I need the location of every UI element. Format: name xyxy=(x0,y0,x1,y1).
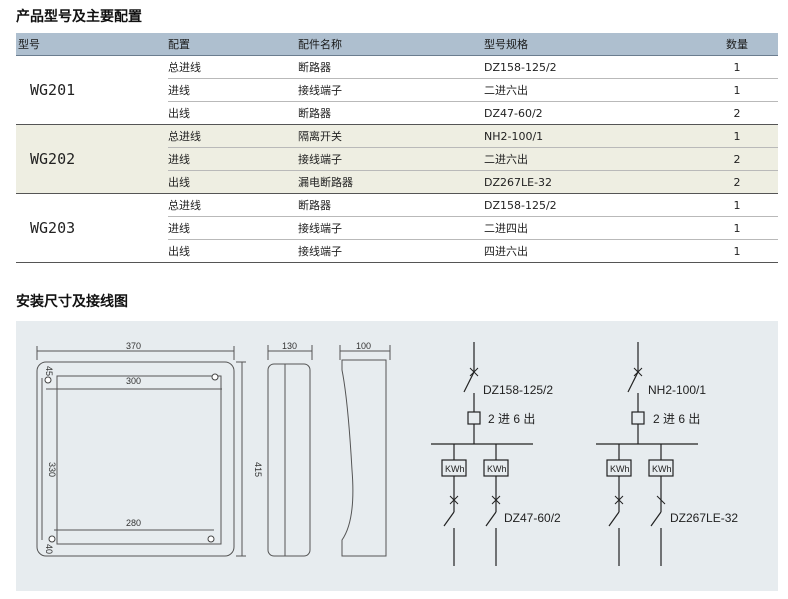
dim-height: 415 xyxy=(253,462,263,477)
front-view-inner xyxy=(56,375,222,545)
table-row: WG201 总进线 断路器 DZ158-125/2 1 xyxy=(16,55,778,125)
part-cell: 漏电断路器 xyxy=(298,170,484,194)
part-cell: 断路器 xyxy=(298,193,484,217)
part-cell: 接线端子 xyxy=(298,147,484,171)
group-wg203: WG203 总进线 断路器 DZ158-125/2 1 进线 接线端子 二进四出… xyxy=(16,193,778,263)
terminal-box xyxy=(631,411,645,425)
part-cell: 接线端子 xyxy=(298,239,484,263)
config-cell: 出线 xyxy=(168,170,298,194)
header-model: 型号 xyxy=(16,33,168,56)
left-outlet-breaker-label: DZ47-60/2 xyxy=(504,511,561,525)
part-cell: 隔离开关 xyxy=(298,124,484,148)
dim-side-depth: 130 xyxy=(282,341,297,351)
spec-cell: NH2-100/1 xyxy=(484,124,696,148)
config-cell: 出线 xyxy=(168,239,298,263)
spec-cell: 二进六出 xyxy=(484,78,696,102)
kwh-label: KWh xyxy=(445,464,465,474)
table-row: 进线 接线端子 二进六出 2 xyxy=(16,147,778,171)
group-wg202: WG202 总进线 隔离开关 NH2-100/1 1 进线 接线端子 二进六出 … xyxy=(16,124,778,194)
left-main-breaker-label: DZ158-125/2 xyxy=(483,383,553,397)
side-view-body xyxy=(267,363,311,557)
qty-cell: 2 xyxy=(696,147,778,171)
table-header-row: 型号 配置 配件名称 型号规格 数量 xyxy=(16,33,778,56)
config-cell: 进线 xyxy=(168,78,298,102)
dim-width: 370 xyxy=(126,341,141,351)
dim-hole-bottom: 280 xyxy=(126,518,141,528)
qty-cell: 1 xyxy=(696,193,778,217)
dim-side-depth-2: 100 xyxy=(356,341,371,351)
group-wg201: WG201 总进线 断路器 DZ158-125/2 1 进线 接线端子 二进六出… xyxy=(16,55,778,125)
mount-hole xyxy=(44,376,52,384)
left-terminal-label: 2 进 6 出 xyxy=(488,412,535,426)
config-cell: 进线 xyxy=(168,147,298,171)
config-cell: 总进线 xyxy=(168,55,298,79)
spec-cell: DZ158-125/2 xyxy=(484,55,696,79)
config-cell: 出线 xyxy=(168,101,298,125)
part-cell: 接线端子 xyxy=(298,216,484,240)
mount-hole xyxy=(48,535,56,543)
table-row: WG203 总进线 断路器 DZ158-125/2 1 xyxy=(16,193,778,263)
header-qty: 数量 xyxy=(696,33,778,56)
qty-cell: 1 xyxy=(696,78,778,102)
spec-cell: DZ267LE-32 xyxy=(484,170,696,194)
config-table: 型号 配置 配件名称 型号规格 数量 WG201 总进线 断路器 DZ158-1… xyxy=(16,33,778,263)
dim-offset-bottom: 40 xyxy=(44,544,54,554)
kwh-label: KWh xyxy=(610,464,630,474)
mount-hole xyxy=(211,373,219,381)
kwh-label: KWh xyxy=(487,464,507,474)
spec-cell: 四进六出 xyxy=(484,239,696,263)
mount-hole xyxy=(207,535,215,543)
section-title-install: 安装尺寸及接线图 xyxy=(16,294,128,310)
right-terminal-label: 2 进 6 出 xyxy=(653,412,700,426)
qty-cell: 2 xyxy=(696,101,778,125)
config-cell: 总进线 xyxy=(168,193,298,217)
table-row: 进线 接线端子 二进四出 1 xyxy=(16,216,778,240)
table-row: 出线 漏电断路器 DZ267LE-32 2 xyxy=(16,170,778,194)
table-row: WG202 总进线 隔离开关 NH2-100/1 1 xyxy=(16,124,778,194)
model-cell: WG203 xyxy=(16,193,168,263)
header-config: 配置 xyxy=(168,33,298,56)
dim-hole-vertical: 330 xyxy=(47,462,57,477)
table-row: 出线 接线端子 四进六出 1 xyxy=(16,239,778,263)
terminal-box xyxy=(467,411,481,425)
part-cell: 接线端子 xyxy=(298,78,484,102)
qty-cell: 2 xyxy=(696,170,778,194)
spec-cell: DZ158-125/2 xyxy=(484,193,696,217)
right-outlet-breaker-label: DZ267LE-32 xyxy=(670,511,738,525)
qty-cell: 1 xyxy=(696,216,778,240)
section-title-config: 产品型号及主要配置 xyxy=(16,9,142,25)
header-spec: 型号规格 xyxy=(484,33,696,56)
config-cell: 总进线 xyxy=(168,124,298,148)
qty-cell: 1 xyxy=(696,55,778,79)
qty-cell: 1 xyxy=(696,239,778,263)
kwh-label: KWh xyxy=(652,464,672,474)
table-row: 出线 断路器 DZ47-60/2 2 xyxy=(16,101,778,125)
dim-hole-top: 300 xyxy=(126,376,141,386)
header-part: 配件名称 xyxy=(298,33,484,56)
spec-cell: 二进四出 xyxy=(484,216,696,240)
front-view-outline xyxy=(36,361,235,557)
diagram-panel xyxy=(16,321,778,591)
spec-cell: 二进六出 xyxy=(484,147,696,171)
side-view-profile xyxy=(341,359,387,557)
right-main-breaker-label: NH2-100/1 xyxy=(648,383,706,397)
qty-cell: 1 xyxy=(696,124,778,148)
model-cell: WG202 xyxy=(16,124,168,194)
spec-cell: DZ47-60/2 xyxy=(484,101,696,125)
table-row: 进线 接线端子 二进六出 1 xyxy=(16,78,778,102)
part-cell: 断路器 xyxy=(298,55,484,79)
model-cell: WG201 xyxy=(16,55,168,125)
part-cell: 断路器 xyxy=(298,101,484,125)
dim-offset-top: 45 xyxy=(44,366,54,376)
config-cell: 进线 xyxy=(168,216,298,240)
